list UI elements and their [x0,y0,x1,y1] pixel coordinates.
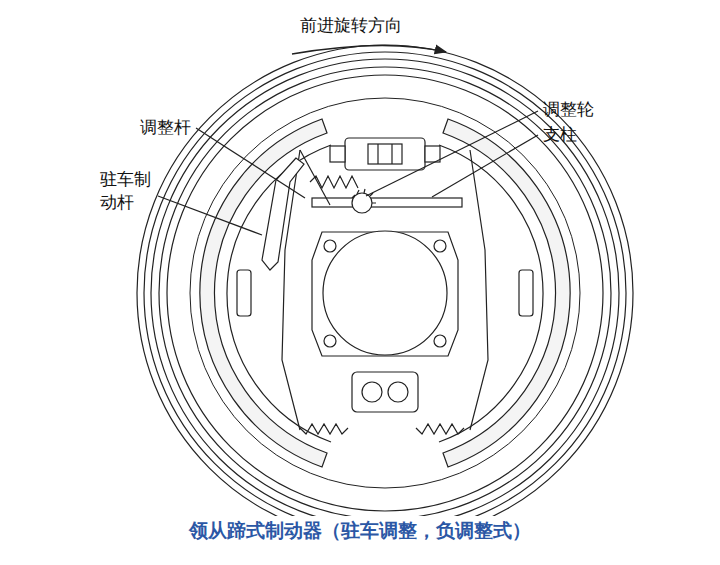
drum-ring [167,75,603,511]
drum-ring [137,45,633,541]
hold-down-clip [519,270,533,316]
adjusting-wheel [352,193,372,213]
adjusting-lever [300,150,330,205]
part-label: 驻车制动杆 [100,168,152,214]
backing-plate [190,98,580,488]
anchor-pin [362,382,382,402]
drum-ring [151,59,619,527]
leader-line [196,128,305,198]
drum-ring [144,52,626,534]
bolt [324,335,336,347]
caption-row: 领从蹄式制动器（驻车调整，负调整式） [0,516,720,546]
piston [425,146,440,162]
anchor-block [352,372,418,412]
leader-line [432,135,538,197]
part-label: 调整杆 [140,116,191,139]
figure-caption: 领从蹄式制动器（驻车调整，负调整式） [181,516,539,546]
trailing-shoe-lining [443,119,570,467]
part-label: 支柱 [543,123,577,146]
axle-flange [312,232,458,356]
wheel-cylinder [377,144,378,164]
bolt [434,240,446,252]
piston [330,146,345,162]
wheel-cylinder [368,144,402,164]
bolt [324,240,336,252]
drum-ring [159,67,611,519]
wheel-cylinder [391,144,392,164]
hold-down-clip [237,270,251,316]
return-spring [300,424,348,434]
wheel-cylinder [345,138,425,170]
return-spring [416,424,464,434]
bolt [434,335,446,347]
direction-label: 前进旋转方向 [300,14,402,37]
adjusting-wheel [352,189,376,203]
leader-line [158,196,262,235]
leader-line [366,111,538,196]
strut [312,198,462,207]
hub-hole [323,231,447,355]
part-label: 调整轮 [543,98,594,121]
anchor-pin [388,382,408,402]
shoe-web [470,150,488,430]
